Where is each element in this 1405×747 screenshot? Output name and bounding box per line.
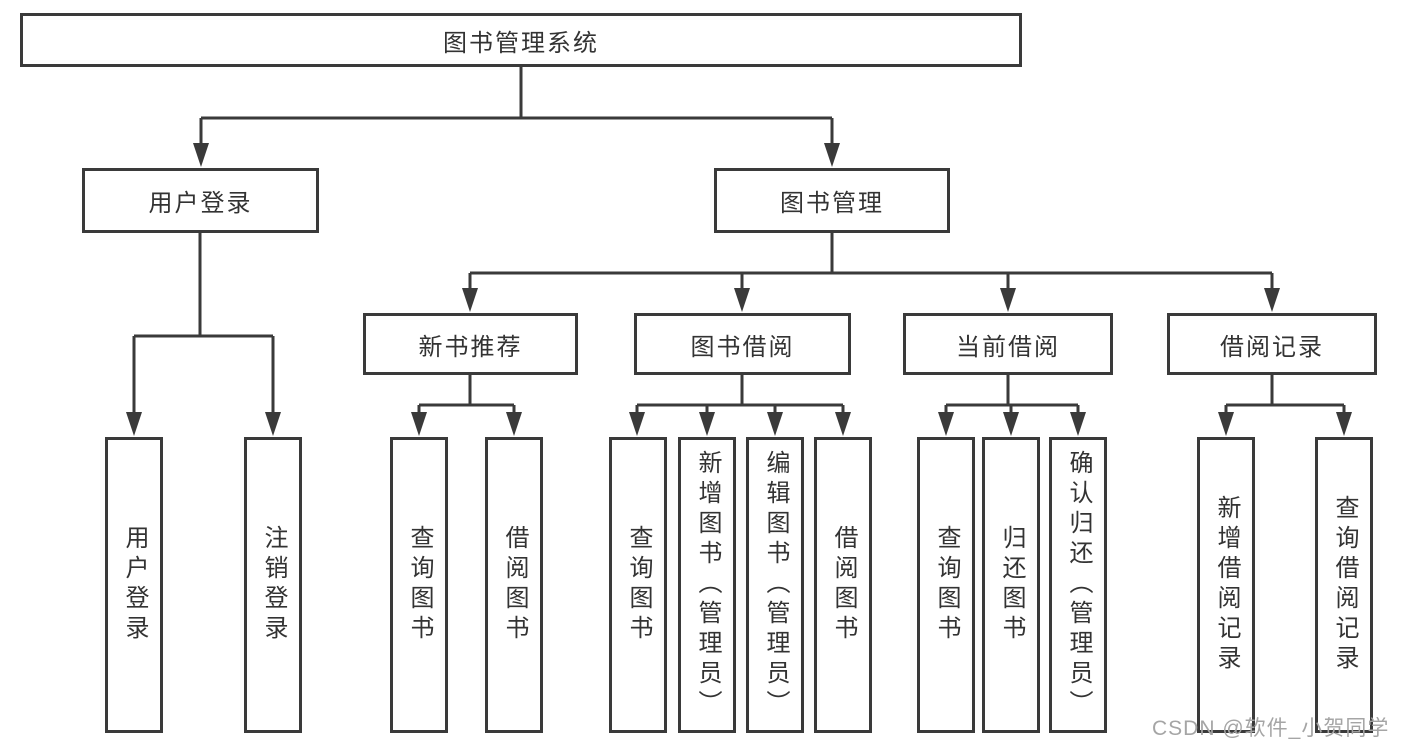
leaf-query-books-3: 查询图书 xyxy=(917,437,975,733)
leaf-query-books-1-label: 查询图书 xyxy=(406,525,433,645)
arrowhead-icon xyxy=(767,412,783,436)
node-borrowing-records: 借阅记录 xyxy=(1167,313,1377,375)
leaf-add-books-admin-label: 新增图书（管理员） xyxy=(694,450,721,720)
leaf-add-borrow-record: 新增借阅记录 xyxy=(1197,437,1255,733)
arrowhead-icon xyxy=(126,412,142,436)
arrowhead-icon xyxy=(265,412,281,436)
arrowhead-icon xyxy=(824,143,840,167)
arrowhead-icon xyxy=(938,412,954,436)
leaf-query-borrow-record: 查询借阅记录 xyxy=(1315,437,1373,733)
arrowhead-icon xyxy=(506,412,522,436)
node-book-borrowing: 图书借阅 xyxy=(634,313,851,375)
connector-new-book-children xyxy=(417,375,516,414)
leaf-query-books-3-label: 查询图书 xyxy=(933,525,960,645)
connector-user-login-children xyxy=(132,233,275,414)
arrowhead-icon xyxy=(1264,288,1280,312)
csdn-watermark: CSDN @软件_小贺同学 xyxy=(1152,717,1390,740)
leaf-logout-label: 注销登录 xyxy=(260,525,287,645)
connector-root-to-level2 xyxy=(199,67,834,146)
connector-borrow-record-children xyxy=(1224,375,1346,414)
arrowhead-icon xyxy=(734,288,750,312)
leaf-confirm-return-admin: 确认归还（管理员） xyxy=(1049,437,1107,733)
arrowhead-icon xyxy=(1000,288,1016,312)
node-book-management: 图书管理 xyxy=(714,168,950,233)
leaf-query-books-2-label: 查询图书 xyxy=(625,525,652,645)
node-library-management-system: 图书管理系统 xyxy=(20,13,1022,67)
leaf-borrow-books-2: 借阅图书 xyxy=(814,437,872,733)
leaf-confirm-return-admin-label: 确认归还（管理员） xyxy=(1065,450,1092,720)
node-current-borrowing: 当前借阅 xyxy=(903,313,1113,375)
leaf-query-books-1: 查询图书 xyxy=(390,437,448,733)
leaf-edit-books-admin: 编辑图书（管理员） xyxy=(746,437,804,733)
arrowhead-icon xyxy=(629,412,645,436)
arrowheads xyxy=(126,143,1352,436)
leaf-borrow-books-1-label: 借阅图书 xyxy=(501,525,528,645)
connector-current-borrow-children xyxy=(944,375,1080,414)
leaf-edit-books-admin-label: 编辑图书（管理员） xyxy=(762,450,789,720)
connector-book-mgmt-children xyxy=(468,233,1274,290)
leaf-borrow-books-2-label: 借阅图书 xyxy=(830,525,857,645)
arrowhead-icon xyxy=(462,288,478,312)
leaf-user-login: 用户登录 xyxy=(105,437,163,733)
leaf-user-login-label: 用户登录 xyxy=(121,525,148,645)
arrowhead-icon xyxy=(193,143,209,167)
arrowhead-icon xyxy=(835,412,851,436)
leaf-logout: 注销登录 xyxy=(244,437,302,733)
leaf-query-books-2: 查询图书 xyxy=(609,437,667,733)
leaf-add-borrow-record-label: 新增借阅记录 xyxy=(1213,495,1240,675)
node-user-login: 用户登录 xyxy=(82,168,319,233)
arrowhead-icon xyxy=(1003,412,1019,436)
arrowhead-icon xyxy=(1070,412,1086,436)
leaf-return-books: 归还图书 xyxy=(982,437,1040,733)
leaf-query-borrow-record-label: 查询借阅记录 xyxy=(1331,495,1358,675)
node-new-book-recommendation: 新书推荐 xyxy=(363,313,578,375)
arrowhead-icon xyxy=(1218,412,1234,436)
arrowhead-icon xyxy=(699,412,715,436)
leaf-add-books-admin: 新增图书（管理员） xyxy=(678,437,736,733)
leaf-return-books-label: 归还图书 xyxy=(998,525,1025,645)
connector-book-borrow-children xyxy=(635,375,845,414)
arrowhead-icon xyxy=(1336,412,1352,436)
arrowhead-icon xyxy=(411,412,427,436)
leaf-borrow-books-1: 借阅图书 xyxy=(485,437,543,733)
